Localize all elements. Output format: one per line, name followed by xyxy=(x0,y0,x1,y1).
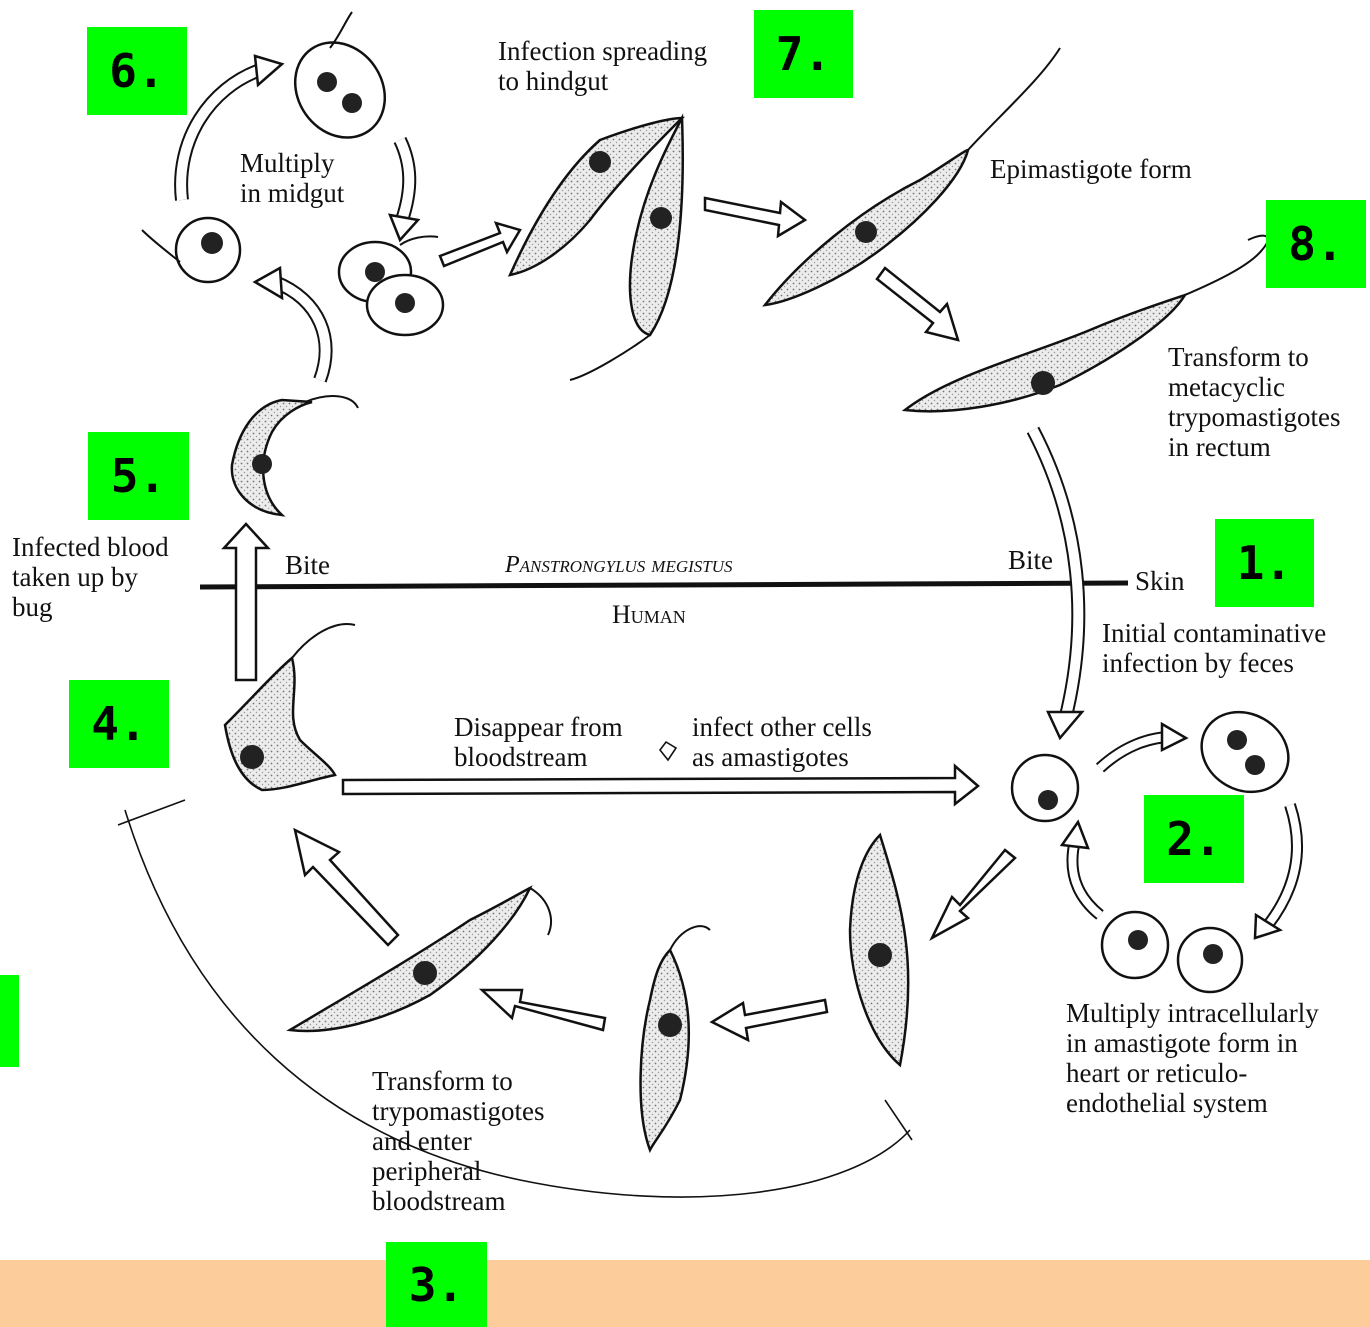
bottom-band xyxy=(0,1260,1370,1327)
human-label: Human xyxy=(612,600,686,629)
badge-2: 2. xyxy=(1144,795,1244,883)
disappear-caption: Disappear from bloodstream xyxy=(454,712,623,772)
badge-1: 1. xyxy=(1215,519,1314,607)
badge-4: 4. xyxy=(69,680,169,768)
bite-left-label: Bite xyxy=(285,550,330,580)
amastigote-dividing-cell xyxy=(1200,710,1290,794)
midgut-dividing-top xyxy=(293,11,387,139)
midgut-dividing-bottom xyxy=(337,235,445,337)
badge-6: 6. xyxy=(87,27,187,115)
transform-bracket xyxy=(124,809,911,1198)
epimastigote-caption: Epimastigote form xyxy=(990,154,1192,184)
epimastigote-form xyxy=(762,47,1061,307)
host-boundary-line xyxy=(199,580,1129,590)
transforming-trypomastigotes xyxy=(286,832,910,1154)
blood-trypomastigote-human xyxy=(223,623,356,792)
skin-label: Skin xyxy=(1135,566,1185,596)
badge-7: 7. xyxy=(754,10,853,98)
infected-blood-caption: Infected blood taken up by bug xyxy=(12,532,169,622)
cycle-arrows xyxy=(174,54,1303,1043)
transform-trypo-caption: Transform to trypomastigotes and enter p… xyxy=(372,1066,545,1216)
transform-metacyclic-caption: Transform to metacyclic trypomastigotes … xyxy=(1168,342,1341,462)
multiply-midgut-caption: Multiply in midgut xyxy=(240,148,345,208)
amastigote-entry-cell xyxy=(1010,753,1080,823)
badge-5: 5. xyxy=(88,432,189,520)
metacyclic-trypomastigote xyxy=(901,234,1269,413)
vector-name-label: Panstrongylus megistus xyxy=(505,552,733,578)
hindgut-epimastigotes xyxy=(507,113,686,381)
bite-right-label: Bite xyxy=(1008,545,1053,575)
badge-3: 3. xyxy=(386,1242,487,1327)
amastigote-cell-pair xyxy=(1100,910,1244,994)
edge-green-marker xyxy=(0,975,19,1067)
infect-other-caption: infect other cells as amastigotes xyxy=(692,712,872,772)
initial-infection-caption: Initial contaminative infection by feces xyxy=(1102,618,1327,678)
infection-spreading-caption: Infection spreading to hindgut xyxy=(498,36,708,96)
badge-8: 8. xyxy=(1266,200,1366,288)
midgut-round-form xyxy=(141,216,242,284)
bug-blood-trypomastigote xyxy=(230,395,359,517)
multiply-intracellular-caption: Multiply intracellularly in amastigote f… xyxy=(1066,998,1319,1118)
